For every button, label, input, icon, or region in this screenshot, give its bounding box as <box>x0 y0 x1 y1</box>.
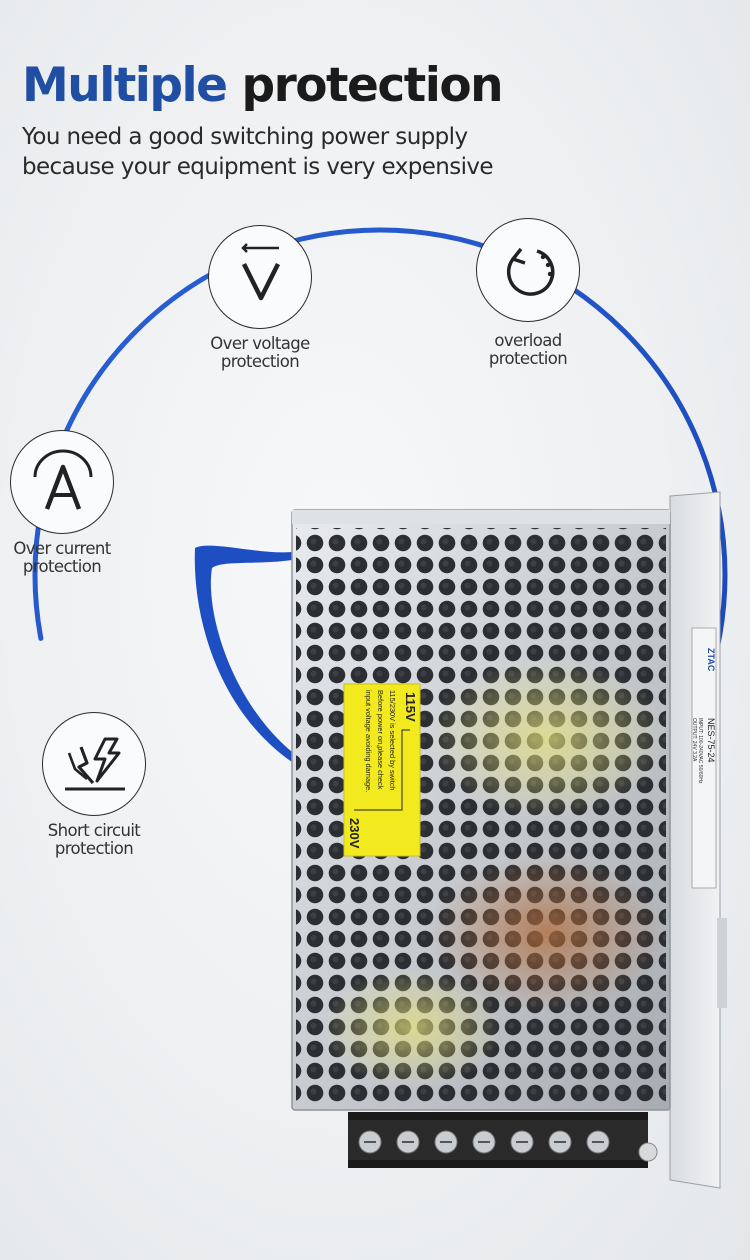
page-title: Multiple protection <box>22 56 504 116</box>
subtitle-line-2: because your equipment is very expensive <box>22 154 494 180</box>
warning-sticker: 115V 230V 115/230V is selected by switch… <box>343 683 421 857</box>
feature-label-line: protection <box>22 557 102 576</box>
feature-label-line: Over voltage <box>210 334 310 353</box>
svg-text:input voltage avoiding damage.: input voltage avoiding damage. <box>364 690 373 792</box>
feature-label-line: protection <box>488 349 568 368</box>
feature-label: Short circuit protection <box>4 822 184 858</box>
svg-text:Before power on,please check: Before power on,please check <box>376 690 385 790</box>
terminal-block <box>348 1112 658 1168</box>
feature-over-current: Over current protection <box>0 430 152 576</box>
feature-circle <box>10 430 114 534</box>
svg-text:NES-75-24: NES-75-24 <box>706 718 716 763</box>
svg-text:INPUT: 100-240VAC 50/60Hz: INPUT: 100-240VAC 50/60Hz <box>697 718 703 784</box>
power-supply-image: 115V 230V 115/230V is selected by switch… <box>282 488 750 1198</box>
feature-label: Over voltage protection <box>170 335 350 371</box>
feature-label-line: protection <box>220 352 300 371</box>
feature-label-line: Over current <box>13 539 111 558</box>
feature-short-circuit: Short circuit protection <box>4 712 184 858</box>
svg-text:OUTPUT: 24V 3.2A: OUTPUT: 24V 3.2A <box>691 718 697 762</box>
overload-cycle-icon <box>506 247 555 296</box>
subtitle-line-1: You need a good switching power supply <box>22 124 468 150</box>
svg-text:115V: 115V <box>403 692 418 722</box>
feature-circle <box>42 712 146 816</box>
feature-label-line: overload <box>494 331 562 350</box>
feature-label: overload protection <box>438 332 618 368</box>
feature-overload: overload protection <box>438 218 618 368</box>
subtitle: You need a good switching power supply b… <box>22 122 494 182</box>
feature-label-line: protection <box>54 839 134 858</box>
feature-circle <box>476 218 580 322</box>
feature-label: Over current protection <box>0 540 152 576</box>
feature-over-voltage: Over voltage protection <box>170 225 350 371</box>
ampere-a-icon <box>33 449 93 510</box>
short-circuit-lightning-icon <box>65 737 125 791</box>
svg-text:115/230V is selected by switch: 115/230V is selected by switch <box>388 690 397 791</box>
svg-text:230V: 230V <box>347 818 362 849</box>
feature-label-line: Short circuit <box>47 821 141 840</box>
title-word-protection: protection <box>241 58 503 113</box>
title-word-multiple: Multiple <box>22 58 228 113</box>
side-label: ZTAC NES-75-24 INPUT: 100-240VAC 50/60Hz… <box>691 648 716 784</box>
voltage-v-icon <box>241 243 281 301</box>
feature-circle <box>208 225 312 329</box>
svg-text:ZTAC: ZTAC <box>706 648 716 672</box>
